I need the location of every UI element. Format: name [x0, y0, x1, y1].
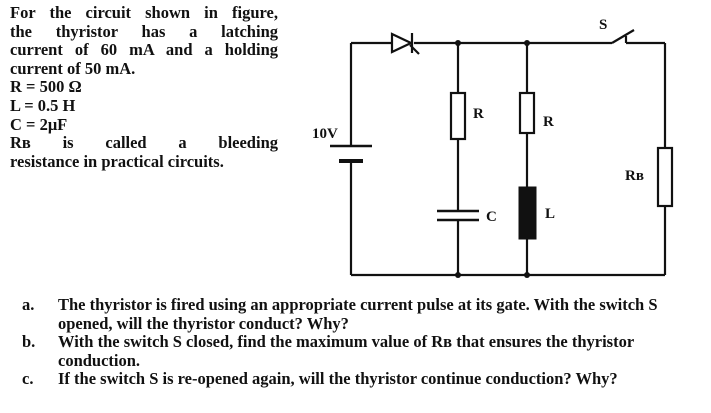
question-b-label: b.: [22, 332, 36, 352]
given-line-practical: resistance in practical circuits.: [10, 151, 224, 171]
resistor-r1-label: R: [473, 106, 484, 122]
question-a: a. The thyristor is fired using an appro…: [22, 295, 702, 333]
capacitor-label: C: [486, 209, 497, 225]
capacitor-symbol: [437, 209, 479, 222]
source-label: 10V: [312, 126, 338, 142]
given-line-4: current of 50 mA.: [10, 58, 136, 78]
resistor-rb: [656, 146, 674, 208]
question-list: a. The thyristor is fired using an appro…: [22, 295, 702, 389]
switch-s-symbol: [611, 29, 635, 44]
junction-dot: [455, 272, 461, 278]
question-a-text: The thyristor is fired using an appropri…: [58, 295, 658, 333]
given-line-2: the thyristor has a latching: [10, 21, 278, 41]
junction-dots: [455, 40, 530, 278]
question-c: c. If the switch S is re-opened again, w…: [22, 370, 702, 389]
resistor-r2-label: R: [543, 114, 554, 130]
given-inductance-value: L = 0.5 H: [10, 95, 76, 115]
given-data-block: For the circuit shown in figure, the thy…: [10, 3, 278, 171]
inductor-label: L: [545, 206, 555, 222]
question-b: b. With the switch S closed, find the ma…: [22, 332, 702, 370]
junction-dot: [524, 40, 530, 46]
question-c-text: If the switch S is re-opened again, will…: [58, 369, 618, 389]
question-c-label: c.: [22, 369, 34, 389]
question-a-label: a.: [22, 295, 35, 314]
dc-source-symbol: [330, 144, 372, 163]
given-capacitance-value: C = 2μF: [10, 114, 68, 134]
given-line-bleeding: Rʙ is called a bleeding: [10, 133, 278, 153]
junction-dot: [524, 272, 530, 278]
inductor-symbol: [518, 186, 537, 240]
resistor-r1: [449, 91, 467, 141]
given-line-3: current of 60 mA and a holding: [10, 40, 278, 60]
resistor-r2: [518, 91, 536, 135]
switch-label: S: [599, 17, 607, 33]
circuit-wires: [349, 41, 667, 277]
thyristor-symbol: [390, 32, 420, 55]
junction-dot: [455, 40, 461, 46]
resistor-rb-label: Rʙ: [625, 168, 644, 184]
given-line-1: For the circuit shown in figure,: [10, 3, 278, 22]
given-resistance-value: R = 500 Ω: [10, 77, 82, 97]
question-b-text: With the switch S closed, find the maxim…: [58, 332, 634, 370]
